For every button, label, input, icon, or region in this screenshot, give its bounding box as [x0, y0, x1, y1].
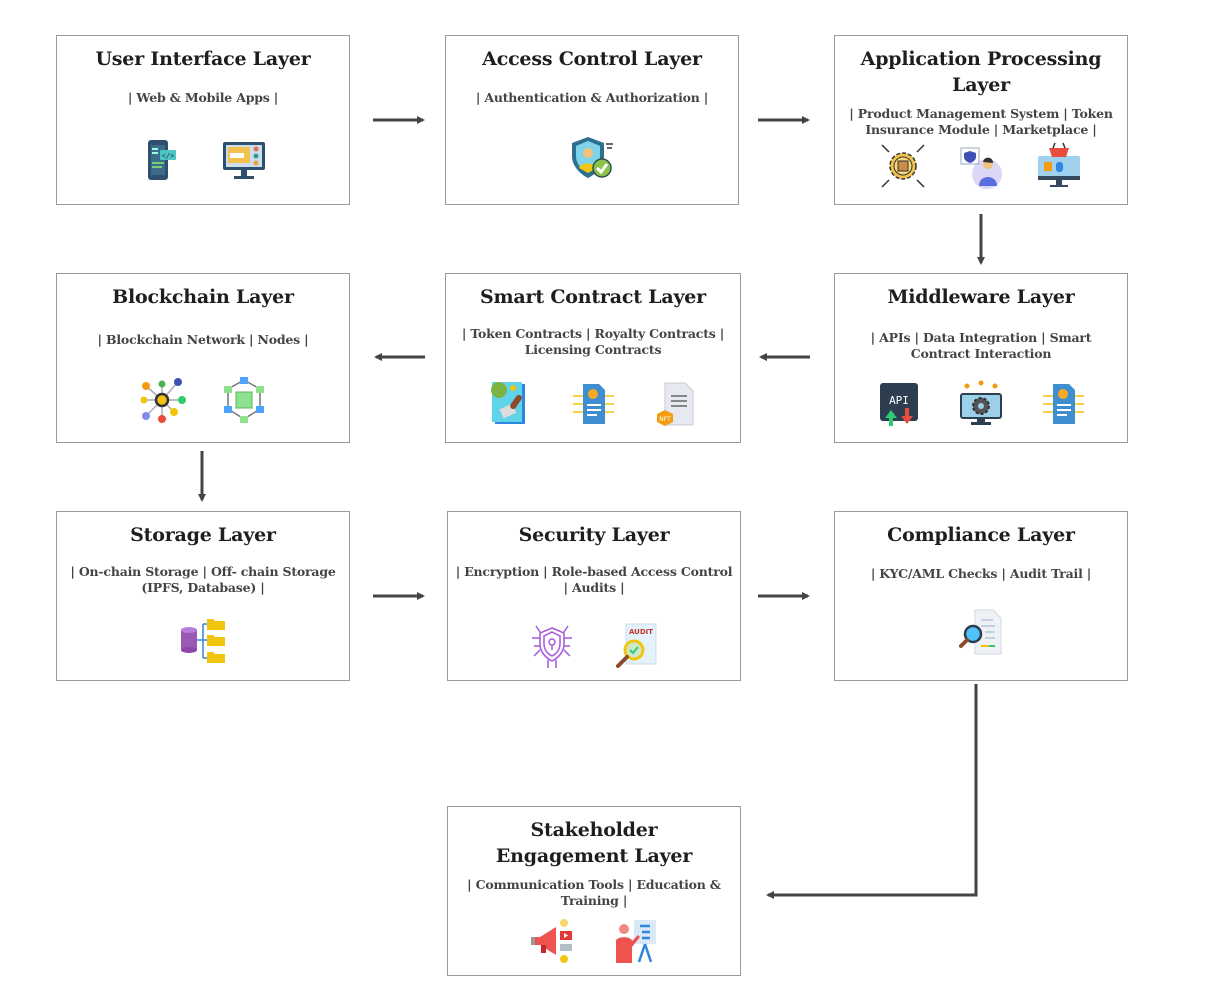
layer-description: | APIs | Data Integration | Smart Contra… [870, 330, 1092, 361]
layer-title: User Interface Layer [95, 48, 311, 70]
user-security-icon [960, 147, 1002, 189]
layer-blockchain: Blockchain Layer | Blockchain Network | … [56, 273, 350, 443]
database-folders-icon [181, 619, 225, 663]
svg-text:AUDIT: AUDIT [629, 628, 653, 636]
shield-user-check-icon [572, 137, 613, 178]
layer-title: Application Processing Layer [860, 48, 1102, 96]
layer-application-processing: Application Processing Layer | Product M… [834, 35, 1128, 205]
layer-description: | Authentication & Authorization | [475, 90, 709, 105]
smart-contract-doc-icon [573, 384, 614, 424]
document-search-icon [959, 609, 1002, 655]
layer-smart-contract: Smart Contract Layer | Token Contracts |… [445, 273, 741, 443]
layer-middleware: Middleware Layer | APIs | Data Integrati… [834, 273, 1128, 443]
svg-text:NFT: NFT [659, 416, 671, 423]
product-gear-icon [881, 144, 925, 188]
presentation-trainer-icon [616, 920, 656, 963]
layer-description: | Web & Mobile Apps | [127, 90, 279, 105]
layer-description: | Product Management System | Token Insu… [849, 106, 1113, 137]
svg-text:</>: </> [162, 152, 175, 160]
layer-user-interface: User Interface Layer | Web & Mobile Apps… [56, 35, 350, 205]
network-nodes-icon [140, 378, 186, 423]
layer-title: Security Layer [518, 524, 670, 546]
audit-magnifier-icon: AUDIT [616, 623, 657, 668]
api-icon: API [880, 383, 918, 426]
blockchain-cube-icon [224, 377, 264, 423]
nft-document-icon: NFT [657, 382, 694, 426]
layer-title: Access Control Layer [482, 48, 702, 70]
layer-storage: Storage Layer | On-chain Storage | Off- … [56, 511, 350, 681]
layer-description: | Communication Tools | Education & Trai… [467, 877, 721, 908]
layer-security: Security Layer | Encryption | Role-based… [447, 511, 741, 681]
megaphone-icon [531, 919, 572, 963]
layer-description: | Encryption | Role-based Access Control… [455, 564, 733, 595]
layer-description: | On-chain Storage | Off- chain Storage … [70, 564, 336, 595]
mobile-code-icon: </> [148, 140, 176, 180]
layer-title: Compliance Layer [887, 524, 1075, 546]
monitor-gear-icon [960, 380, 1002, 425]
svg-text:API: API [889, 394, 909, 407]
layer-description: | KYC/AML Checks | Audit Trail | [870, 566, 1092, 581]
layer-title: Blockchain Layer [112, 286, 294, 308]
stamp-contract-icon [491, 382, 525, 424]
arrow-compliance-to-stakeholder [766, 684, 978, 899]
marketplace-basket-icon [1038, 142, 1080, 187]
smart-contract-doc-icon [1043, 384, 1084, 424]
layer-title: Smart Contract Layer [479, 286, 706, 308]
layer-stakeholder-engagement: Stakeholder Engagement Layer | Communica… [447, 806, 741, 976]
layer-title: Middleware Layer [887, 286, 1075, 308]
layer-access-control: Access Control Layer | Authentication & … [445, 35, 739, 205]
layer-title: Storage Layer [130, 524, 276, 546]
layer-description: | Blockchain Network | Nodes | [97, 332, 309, 347]
layer-description: | Token Contracts | Royalty Contracts | … [461, 326, 725, 357]
layer-compliance: Compliance Layer | KYC/AML Checks | Audi… [834, 511, 1128, 681]
circuit-shield-icon [532, 625, 572, 668]
layer-title: Stakeholder Engagement Layer [495, 819, 693, 867]
monitor-web-icon [223, 142, 265, 179]
